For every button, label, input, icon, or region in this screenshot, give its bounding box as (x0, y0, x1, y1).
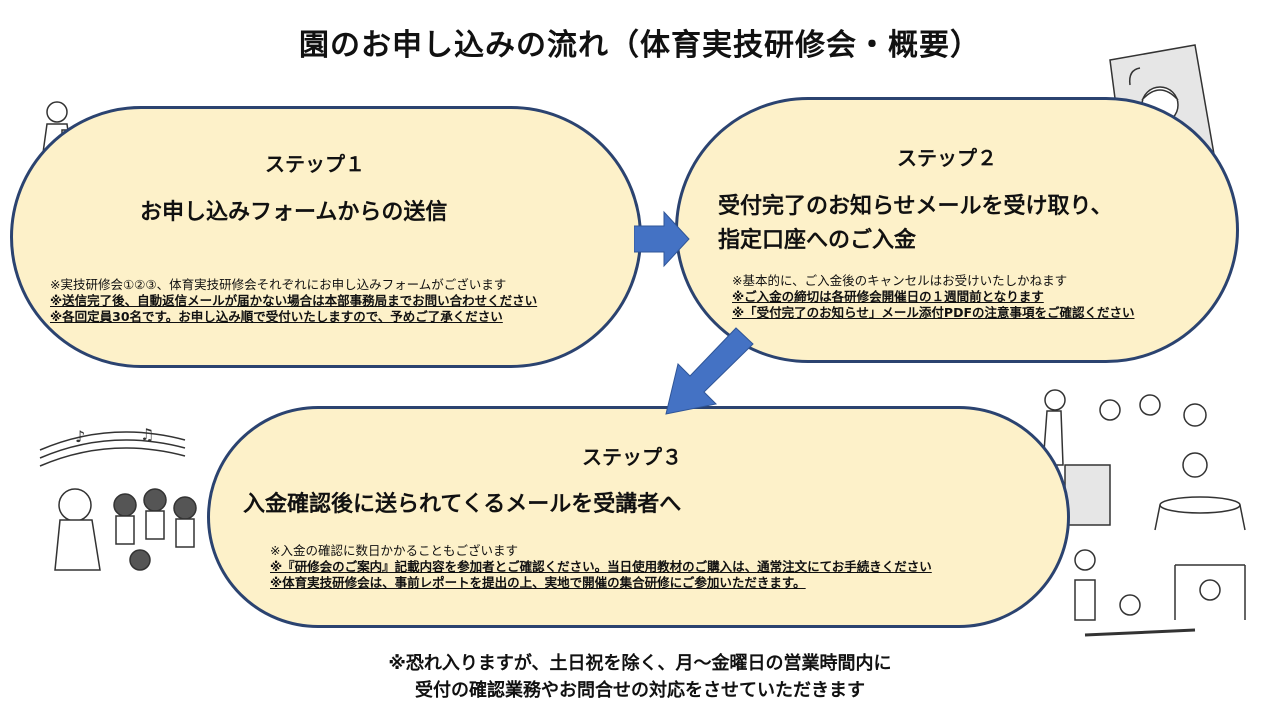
svg-text:♫: ♫ (140, 425, 154, 444)
step-3-note: ※体育実技研修会は、事前レポートを提出の上、実地で開催の集合研修にご参加いただき… (270, 575, 806, 590)
step-2-main-line: 受付完了のお知らせメールを受け取り、 (718, 194, 1113, 219)
step-3-heading: ステップ３ (582, 445, 682, 469)
music-children-illustration: ♪ ♫ (39, 425, 197, 571)
step-1-main-line: お申し込みフォームからの送信 (140, 200, 448, 225)
svg-text:♪: ♪ (75, 427, 85, 446)
step-3-main-text: 入金確認後に送られてくるメールを受講者へ (243, 488, 681, 522)
arrow-right-icon (634, 210, 690, 268)
step-1-heading: ステップ１ (265, 152, 365, 176)
step-2-note: ※基本的に、ご入金後のキャンセルはお受けいたしかねます (732, 273, 1068, 288)
page-title: 園のお申し込みの流れ（体育実技研修会・概要） (299, 28, 981, 63)
step-1-note: ※各回定員30名です。お申し込み順で受付いたしますので、予めご了承ください (50, 309, 503, 324)
footer-line: 受付の確認業務やお問合せの対応をさせていただきます (415, 680, 865, 701)
step-3-panel (207, 406, 1070, 628)
step-2-panel (675, 97, 1239, 363)
step-2-notes: ※基本的に、ご入金後のキャンセルはお受けいたしかねます ※ご入金の締切は各研修会… (732, 273, 1134, 321)
step-1-notes: ※実技研修会①②③、体育実技研修会それぞれにお申し込みフォームがございます ※送… (50, 277, 537, 325)
step-2-note: ※ご入金の締切は各研修会開催日の１週間前となります (732, 289, 1044, 304)
step-3-notes: ※入金の確認に数日かかることもございます ※『研修会のご案内』記載内容を参加者と… (270, 543, 932, 591)
step-3-note: ※入金の確認に数日かかることもございます (270, 543, 518, 558)
step-1-panel (10, 106, 642, 368)
step-1-note: ※送信完了後、自動返信メールが届かない場合は本部事務局までお問い合わせください (50, 293, 538, 308)
footer-line: ※恐れ入りますが、土日祝を除く、月～金曜日の営業時間内に (388, 653, 892, 674)
step-2-heading: ステップ２ (897, 146, 997, 170)
step-2-note: ※「受付完了のお知らせ」メール添付PDFの注意事項をご確認ください (732, 305, 1135, 320)
step-1-note: ※実技研修会①②③、体育実技研修会それぞれにお申し込みフォームがございます (50, 277, 507, 292)
footer-notice: ※恐れ入りますが、土日祝を除く、月～金曜日の営業時間内に 受付の確認業務やお問合… (0, 650, 1280, 704)
step-3-note: ※『研修会のご案内』記載内容を参加者とご確認ください。当日使用教材のご購入は、通… (270, 559, 932, 574)
step-1-main-text: お申し込みフォームからの送信 (140, 196, 447, 230)
step-2-main-text: 受付完了のお知らせメールを受け取り、 指定口座へのご入金 (718, 190, 1113, 258)
playground-children-illustration (1042, 389, 1246, 637)
step-3-main-line: 入金確認後に送られてくるメールを受講者へ (243, 492, 682, 517)
arrow-down-left-icon (665, 327, 754, 415)
step-2-main-line: 指定口座へのご入金 (718, 228, 917, 253)
